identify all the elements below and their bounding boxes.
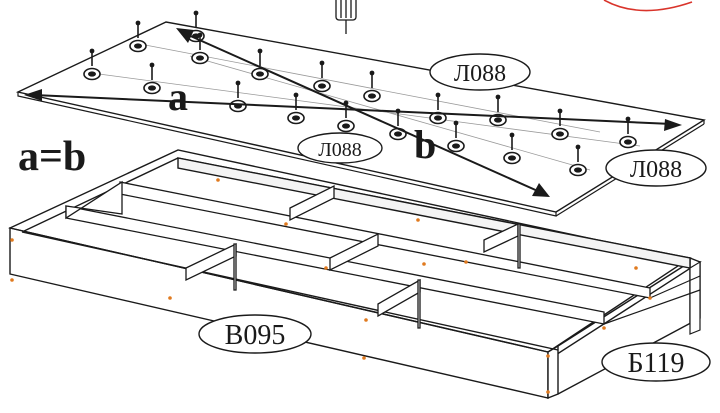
hole-marker <box>216 178 220 182</box>
highlight-circle-fragment <box>603 0 693 12</box>
part-callout-top-1-text: Л088 <box>454 61 506 87</box>
hole-marker <box>422 262 426 266</box>
part-callout-body-text: В095 <box>225 320 286 351</box>
hole-marker <box>324 266 328 270</box>
hole-marker <box>10 278 14 282</box>
part-callout-top-1: Л088 <box>429 53 531 91</box>
diagonal-b-label: b <box>414 122 436 167</box>
hole-marker <box>168 296 172 300</box>
screw-with-washer-icon <box>191 32 209 65</box>
part-callout-back: Б119 <box>601 342 711 382</box>
screw-with-washer-icon <box>313 60 331 93</box>
screw-with-washer-icon <box>619 116 637 149</box>
diagonal-a-label: a <box>168 74 188 119</box>
screw-with-washer-icon <box>503 132 521 165</box>
hole-marker <box>416 218 420 222</box>
part-callout-body: В095 <box>198 314 312 354</box>
screw-with-washer-icon <box>337 100 355 133</box>
hole-markers <box>10 178 652 394</box>
screw-with-washer-icon <box>287 92 305 125</box>
screw-with-washer-icon <box>489 94 507 127</box>
hole-marker <box>284 222 288 226</box>
hole-marker <box>648 296 652 300</box>
screw-with-washer-icon <box>363 70 381 103</box>
screw-with-washer-icon <box>83 48 101 81</box>
screw-with-washer-icon <box>551 108 569 141</box>
screw-with-washer-icon <box>447 120 465 153</box>
part-callout-back-text: Б119 <box>627 348 684 379</box>
hole-marker <box>634 266 638 270</box>
hole-marker <box>362 356 366 360</box>
diagonal-b-arrow <box>176 28 550 197</box>
screw-with-washer-icon <box>429 92 447 125</box>
part-callout-top-3-text: Л088 <box>630 157 682 183</box>
part-callout-top-2-text: Л088 <box>318 139 362 161</box>
screwdriver-icon <box>335 0 357 34</box>
hole-marker <box>546 390 550 394</box>
hole-marker <box>464 260 468 264</box>
screw-with-washer-icon <box>143 62 161 95</box>
hole-marker <box>10 238 14 242</box>
end-panel-detail <box>603 260 701 335</box>
hole-marker <box>364 318 368 322</box>
screw-with-washer-icon <box>129 20 147 53</box>
screw-with-washer-icon <box>251 48 269 81</box>
frame-dividers <box>65 180 651 329</box>
equation-label: a=b <box>18 134 86 180</box>
hole-marker <box>546 354 550 358</box>
part-callout-top-2: Л088 <box>297 132 383 164</box>
screw-with-washer-icon <box>569 144 587 177</box>
part-callout-top-3: Л088 <box>605 149 707 187</box>
hole-marker <box>602 326 606 330</box>
